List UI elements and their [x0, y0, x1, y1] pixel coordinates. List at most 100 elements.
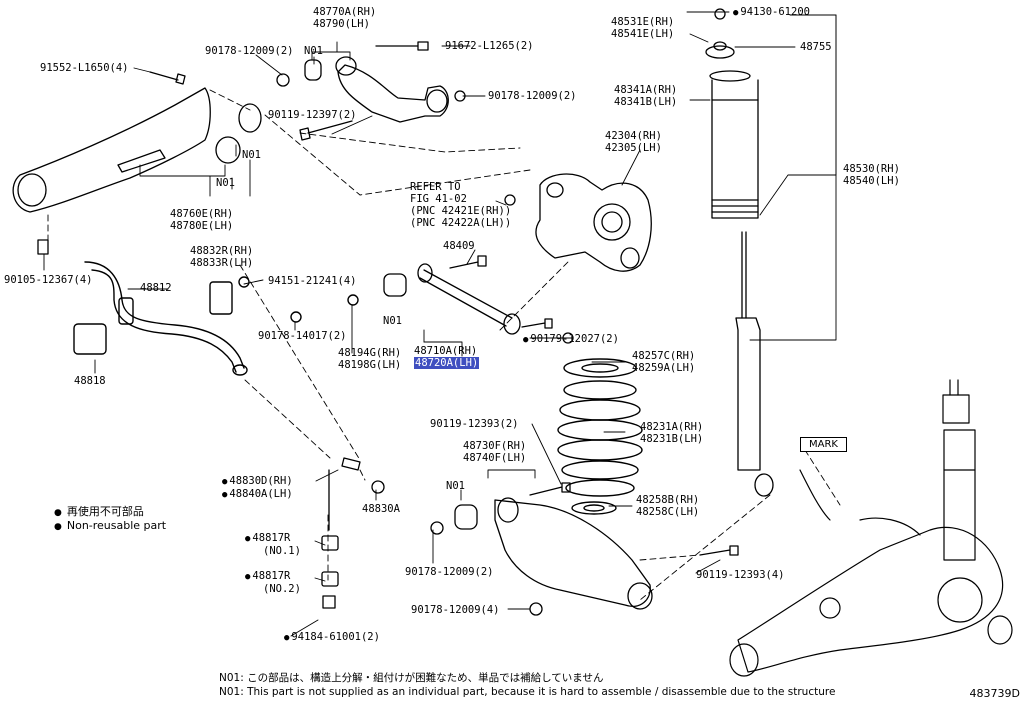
label-group-48531e: 48531E(RH) 48541E(LH)	[611, 16, 674, 40]
part-label-48833r[interactable]: 48833R(LH)	[190, 257, 254, 269]
highlight-48720a: 48720A(LH)	[414, 357, 480, 369]
note-jp: N01: この部品は、構造上分解・組付けが困難なため、単品では補給していません	[219, 672, 604, 684]
refer-fig-link[interactable]: FIG 41-02	[410, 193, 467, 205]
part-label-48540[interactable]: 48540(LH)	[843, 175, 900, 187]
label-group-48194g: 48194G(RH) 48198G(LH)	[338, 347, 401, 371]
part-label-48817r-no2[interactable]: 48817R	[245, 570, 301, 583]
assembly-dashed-lines	[47, 89, 841, 601]
legend-jp-text: 再使用不可部品	[54, 505, 144, 518]
part-label-48730f[interactable]: 48730F(RH)	[463, 440, 527, 452]
label-group-48817r-2: 48817R (NO.2)	[245, 570, 301, 595]
figure-code: 483739D	[969, 687, 1020, 700]
n01-label-e: N01	[446, 480, 465, 492]
n01-label-b: N01	[242, 149, 261, 161]
part-label-90105[interactable]: 90105-12367(4)	[4, 274, 93, 286]
refer-note: REFER TO FIG 41-02 (PNC 42421E(RH)) (PNC…	[410, 181, 511, 229]
part-label-48830a[interactable]: 48830A	[362, 503, 400, 515]
part-label-48541e[interactable]: 48541E(LH)	[611, 28, 675, 40]
part-label-90119-12393-a[interactable]: 90119-12393(2)	[430, 418, 519, 430]
knuckle	[535, 173, 652, 272]
refer-line-1: REFER TO	[410, 181, 461, 193]
variant-no1: (NO.1)	[263, 545, 301, 557]
label-group-48730f: 48730F(RH) 48740F(LH)	[463, 440, 526, 464]
part-label-90119-12393-b[interactable]: 90119-12393(4)	[696, 569, 785, 581]
n01-label-d: N01	[383, 315, 402, 327]
part-label-48840a[interactable]: 48840A(LH)	[222, 488, 292, 501]
left-lower-arm	[12, 71, 262, 255]
legend-en: Non-reusable part	[54, 519, 166, 532]
n01-label-a: N01	[304, 45, 323, 57]
part-label-48231b[interactable]: 48231B(LH)	[640, 433, 704, 445]
part-label-48198g[interactable]: 48198G(LH)	[338, 359, 402, 371]
part-label-48760e[interactable]: 48760E(RH)	[170, 208, 234, 220]
assembly-view	[729, 379, 1013, 677]
part-label-91672[interactable]: 91672-L1265(2)	[445, 40, 534, 52]
coil-spring	[557, 358, 643, 515]
part-label-48194g[interactable]: 48194G(RH)	[338, 347, 402, 359]
mark-callout: MARK	[800, 437, 847, 452]
label-group-48770a: 48770A(RH) 48790(LH)	[313, 6, 376, 30]
part-label-48818[interactable]: 48818	[74, 375, 106, 387]
part-label-90178-right[interactable]: 90178-12009(2)	[488, 90, 577, 102]
part-label-48720a-selected[interactable]: 48720A(LH)	[414, 357, 480, 369]
part-label-48812[interactable]: 48812	[140, 282, 172, 294]
part-label-48770a[interactable]: 48770A(RH)	[313, 6, 377, 18]
part-label-48258c[interactable]: 48258C(LH)	[636, 506, 700, 518]
label-group-48832r: 48832R(RH) 48833R(LH)	[190, 245, 253, 269]
label-group-48231a: 48231A(RH) 48231B(LH)	[640, 421, 703, 445]
legend-jp: 再使用不可部品	[54, 503, 144, 519]
label-group-48817r-1: 48817R (NO.1)	[245, 532, 301, 557]
n01-label-c: N01	[216, 177, 235, 189]
part-label-90178-12009-4[interactable]: 90178-12009(4)	[411, 604, 500, 616]
label-group-48341a: 48341A(RH) 48341B(LH)	[614, 84, 677, 108]
part-label-91552[interactable]: 91552-L1650(4)	[40, 62, 129, 74]
part-label-48259a[interactable]: 48259A(LH)	[632, 362, 696, 374]
part-label-48830d[interactable]: 48830D(RH)	[222, 475, 292, 488]
part-label-48341b[interactable]: 48341B(LH)	[614, 96, 678, 108]
label-group-48830d: 48830D(RH) 48840A(LH)	[222, 475, 292, 501]
part-label-48341a[interactable]: 48341A(RH)	[614, 84, 678, 96]
part-label-90178-14017[interactable]: 90178-14017(2)	[258, 330, 347, 342]
part-label-48710a[interactable]: 48710A(RH)	[414, 345, 478, 357]
label-group-48760e: 48760E(RH) 48780E(LH)	[170, 208, 233, 232]
part-label-48817r-no1[interactable]: 48817R	[245, 532, 301, 545]
label-group-42304: 42304(RH) 42305(LH)	[605, 130, 662, 154]
label-group-48530: 48530(RH) 48540(LH)	[843, 163, 900, 187]
part-label-90179[interactable]: 90179-12027(2)	[523, 333, 619, 346]
refer-line-3: (PNC 42421E(RH))	[410, 205, 512, 217]
part-label-48257c[interactable]: 48257C(RH)	[632, 350, 696, 362]
part-label-48258b[interactable]: 48258B(RH)	[636, 494, 700, 506]
part-label-48780e[interactable]: 48780E(LH)	[170, 220, 234, 232]
part-label-48755[interactable]: 48755	[800, 41, 832, 53]
lateral-link	[383, 194, 574, 344]
part-label-48740f[interactable]: 48740F(LH)	[463, 452, 527, 464]
label-group-48258b: 48258B(RH) 48258C(LH)	[636, 494, 699, 518]
part-label-48832r[interactable]: 48832R(RH)	[190, 245, 254, 257]
part-label-48531e[interactable]: 48531E(RH)	[611, 16, 675, 28]
part-label-48530[interactable]: 48530(RH)	[843, 163, 900, 175]
part-label-94151[interactable]: 94151-21241(4)	[268, 275, 357, 287]
upper-control-arm	[276, 41, 466, 141]
part-label-48790[interactable]: 48790(LH)	[313, 18, 370, 30]
part-label-90119-12397[interactable]: 90119-12397(2)	[268, 109, 357, 121]
stabilizer-bar	[73, 261, 359, 376]
part-label-90178-upper[interactable]: 90178-12009(2)	[205, 45, 294, 57]
label-group-48257c: 48257C(RH) 48259A(LH)	[632, 350, 695, 374]
lower-spring-arm	[430, 482, 739, 616]
note-en: N01: This part is not supplied as an ind…	[219, 686, 836, 698]
part-label-94184[interactable]: 94184-61001(2)	[284, 631, 380, 644]
label-group-48710a: 48710A(RH) 48720A(LH)	[414, 345, 480, 369]
part-label-48231a[interactable]: 48231A(RH)	[640, 421, 704, 433]
part-label-42305[interactable]: 42305(LH)	[605, 142, 662, 154]
leader-lines	[43, 11, 837, 637]
refer-line-4: (PNC 42422A(LH))	[410, 217, 512, 229]
legend-en-text: Non-reusable part	[54, 519, 166, 532]
shock-absorber	[705, 8, 774, 497]
part-label-42304[interactable]: 42304(RH)	[605, 130, 662, 142]
part-label-90178-lower[interactable]: 90178-12009(2)	[405, 566, 494, 578]
variant-no2: (NO.2)	[263, 583, 301, 595]
part-label-94130[interactable]: 94130-61200	[733, 6, 810, 19]
part-label-48409[interactable]: 48409	[443, 240, 475, 252]
